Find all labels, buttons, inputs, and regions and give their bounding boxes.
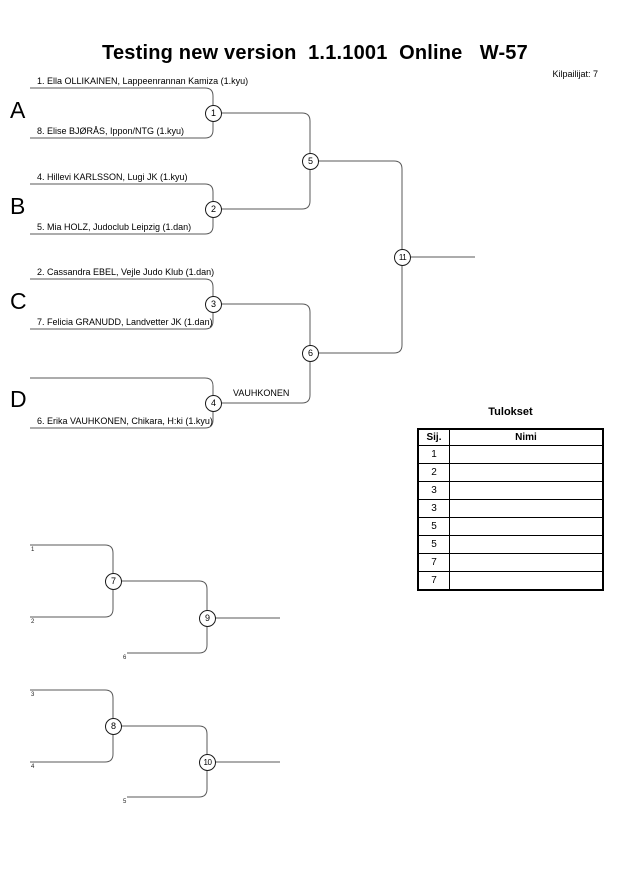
page-title: Testing new version 1.1.1001 Online W-57 <box>102 42 528 64</box>
results-row: 3 <box>417 499 604 518</box>
placement-cell: 3 <box>417 499 450 518</box>
repechage-match10-connector <box>113 725 208 798</box>
results-row: 1 <box>417 445 604 464</box>
placement-cell: 5 <box>417 517 450 536</box>
placement-cell: 7 <box>417 553 450 572</box>
player-name: 4. Hillevi KARLSSON, Lugi JK (1.kyu) <box>37 172 188 182</box>
name-cell <box>449 571 604 591</box>
match-number-10: 10 <box>199 754 216 771</box>
name-cell <box>449 499 604 518</box>
name-cell <box>449 463 604 482</box>
repechage-feed-label: 2 <box>31 619 35 625</box>
pool-label-d: D <box>10 386 27 412</box>
repechage-match7-connector <box>30 544 114 618</box>
results-col-sij: Sij. <box>417 428 450 446</box>
repechage-match8-connector <box>30 689 114 763</box>
results-header-row: Sij. Nimi <box>417 428 604 446</box>
repechage-feed-label: 5 <box>123 799 127 805</box>
placement-cell: 5 <box>417 535 450 554</box>
results-table: Sij. Nimi 1 2 3 3 5 5 7 7 <box>417 428 604 591</box>
match-number-11: 11 <box>394 249 411 266</box>
player-name: 1. Ella OLLIKAINEN, Lappeenrannan Kamiza… <box>37 76 249 86</box>
results-row: 5 <box>417 517 604 536</box>
results-row: 7 <box>417 553 604 572</box>
repechage-feed-label: 6 <box>123 655 127 661</box>
placement-cell: 7 <box>417 571 450 591</box>
placement-cell: 3 <box>417 481 450 500</box>
player-name: 2. Cassandra EBEL, Vejle Judo Klub (1.da… <box>37 267 215 277</box>
match-number-9: 9 <box>199 610 216 627</box>
name-cell <box>449 517 604 536</box>
results-title: Tulokset <box>488 406 533 418</box>
name-cell <box>449 553 604 572</box>
results-col-nimi: Nimi <box>449 428 604 446</box>
match-number-1: 1 <box>205 105 222 122</box>
name-cell <box>449 445 604 464</box>
placement-cell: 1 <box>417 445 450 464</box>
match-number-8: 8 <box>105 718 122 735</box>
results-row: 5 <box>417 535 604 554</box>
name-cell <box>449 535 604 554</box>
final-connector <box>310 160 403 354</box>
player-name: 7. Felicia GRANUDD, Landvetter JK (1.dan… <box>37 317 213 327</box>
results-row: 2 <box>417 463 604 482</box>
match-number-7: 7 <box>105 573 122 590</box>
competitor-count: Kilpailijat: 7 <box>552 69 598 79</box>
repechage-feed-label: 3 <box>31 692 35 698</box>
match-number-6: 6 <box>302 345 319 362</box>
match-number-5: 5 <box>302 153 319 170</box>
name-cell <box>449 481 604 500</box>
repechage-match9-connector <box>113 580 208 654</box>
placement-cell: 2 <box>417 463 450 482</box>
pool-label-c: C <box>10 288 27 314</box>
player-name: 5. Mia HOLZ, Judoclub Leipzig (1.dan) <box>37 222 192 232</box>
semifinal-5-connector <box>213 112 311 210</box>
repechage-feed-label: 4 <box>31 764 35 770</box>
pool-label-a: A <box>10 97 26 123</box>
player-name: 6. Erika VAUHKONEN, Chikara, H:ki (1.kyu… <box>37 416 213 426</box>
match-number-4: 4 <box>205 395 222 412</box>
results-row: 3 <box>417 481 604 500</box>
results-row: 7 <box>417 571 604 591</box>
match-number-2: 2 <box>205 201 222 218</box>
repechage-feed-label: 1 <box>31 547 35 553</box>
pool-label-b: B <box>10 193 26 219</box>
match4-winner-annotation: VAUHKONEN <box>233 388 290 398</box>
match-number-3: 3 <box>205 296 222 313</box>
player-name: 8. Elise BJØRÅS, Ippon/NTG (1.kyu) <box>37 126 185 136</box>
